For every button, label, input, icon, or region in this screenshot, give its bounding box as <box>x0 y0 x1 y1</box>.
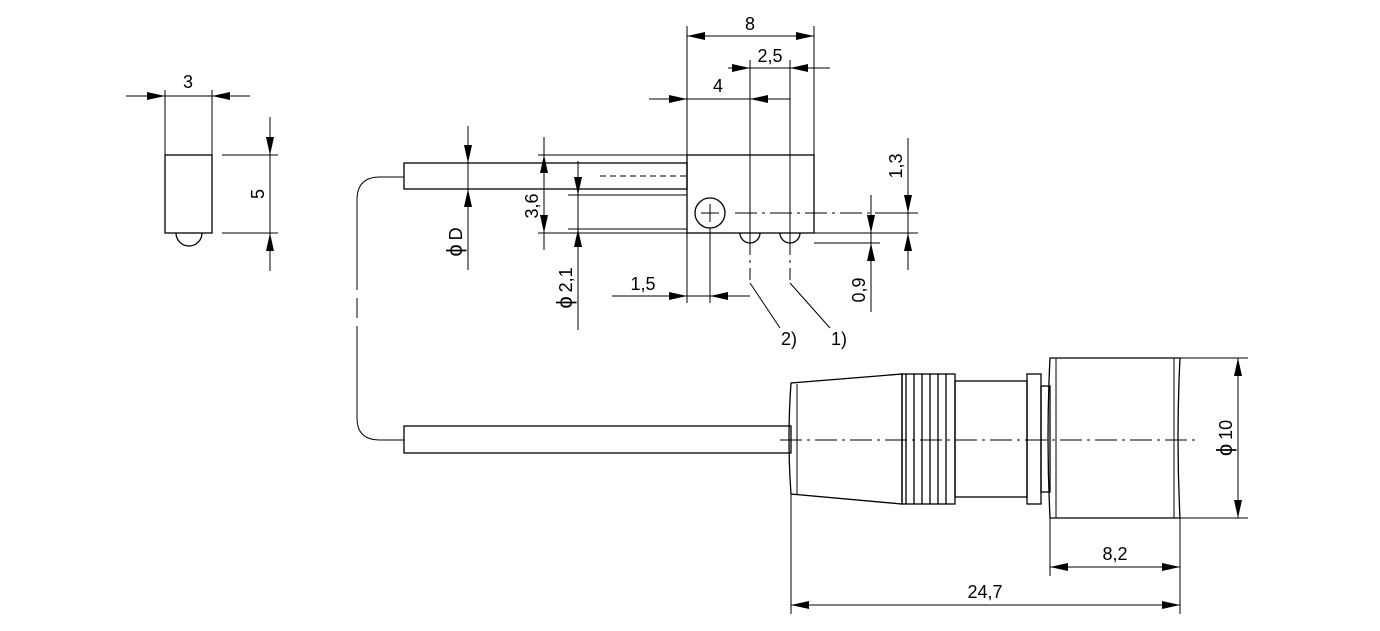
top-dimensions: 8 2,5 4 <box>649 14 830 233</box>
dim-side-width: 3 <box>183 72 193 92</box>
callout-led-2: 2) <box>781 329 797 349</box>
sensor-head: 2) 1) <box>568 154 880 349</box>
dim-total-width: 8 <box>745 14 755 34</box>
connector <box>780 357 1195 519</box>
dim-led-radius: 0,9 <box>849 277 869 302</box>
dim-led-spacing: 2,5 <box>757 46 782 66</box>
right-dimensions: 1,3 0,9 <box>814 138 918 312</box>
dim-connector-length: 24,7 <box>967 582 1002 602</box>
dim-led-top: 1,3 <box>886 153 906 178</box>
dim-cable-diameter: ϕD <box>442 227 467 256</box>
dim-connector-head: 8,2 <box>1102 544 1127 564</box>
dim-hole-offset: 1,5 <box>630 274 655 294</box>
dim-hole-diameter: ϕ2,1 <box>552 267 577 308</box>
dim-connector-diameter: ϕ10 <box>1212 420 1237 456</box>
dim-led-offset: 4 <box>713 76 723 96</box>
left-dimensions: ϕD 3,6 ϕ2,1 1,5 <box>442 126 750 330</box>
callout-led-1: 1) <box>831 329 847 349</box>
dim-height: 3,6 <box>522 193 542 218</box>
connector-dimensions: ϕ10 8,2 24,7 <box>790 357 1248 614</box>
dim-side-height: 5 <box>248 189 268 199</box>
side-view: 3 5 <box>126 72 278 271</box>
